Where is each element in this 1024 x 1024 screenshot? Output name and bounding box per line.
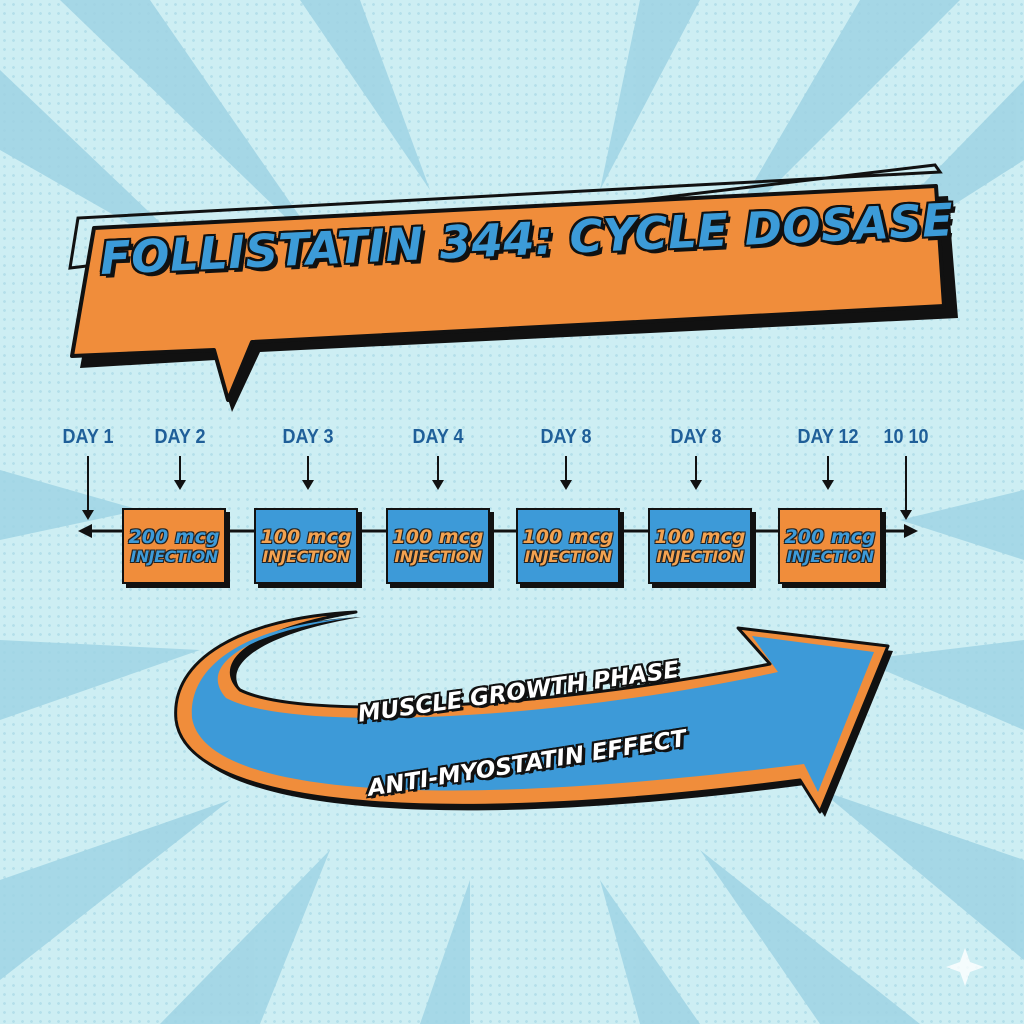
dose-label: INJECTION <box>656 546 744 566</box>
day-pointer-arrowhead <box>174 480 186 490</box>
day-pointer-arrowhead <box>822 480 834 490</box>
day-label: 10 10 <box>883 426 929 448</box>
day-pointer-arrowhead <box>82 510 94 520</box>
dose-amount: 200 mcg <box>784 525 876 548</box>
sparkle-icon <box>946 948 984 986</box>
day-label: DAY 3 <box>282 426 334 448</box>
dose-label: INJECTION <box>262 546 350 566</box>
day-label: DAY 4 <box>412 426 464 448</box>
dose-amount: 100 mcg <box>654 525 746 548</box>
dose-amount: 100 mcg <box>260 525 352 548</box>
dose-label: INJECTION <box>524 546 612 566</box>
day-pointer-arrowhead <box>302 480 314 490</box>
dose-amount: 200 mcg <box>128 525 220 548</box>
day-label: DAY 1 <box>62 426 114 448</box>
day-pointer-arrowhead <box>432 480 444 490</box>
day-label: DAY 12 <box>797 426 859 448</box>
day-pointer-arrowhead <box>690 480 702 490</box>
dose-label: INJECTION <box>394 546 482 566</box>
dose-amount: 100 mcg <box>392 525 484 548</box>
timeline-end-arrow <box>904 524 918 538</box>
dose-amount: 100 mcg <box>522 525 614 548</box>
dose-label: INJECTION <box>786 546 874 566</box>
dose-label: INJECTION <box>130 546 218 566</box>
day-pointer-arrowhead <box>900 510 912 520</box>
day-label: DAY 2 <box>154 426 206 448</box>
timeline-start-arrow <box>78 524 92 538</box>
day-label: DAY 8 <box>540 426 592 448</box>
day-label: DAY 8 <box>670 426 722 448</box>
day-pointer-arrowhead <box>560 480 572 490</box>
